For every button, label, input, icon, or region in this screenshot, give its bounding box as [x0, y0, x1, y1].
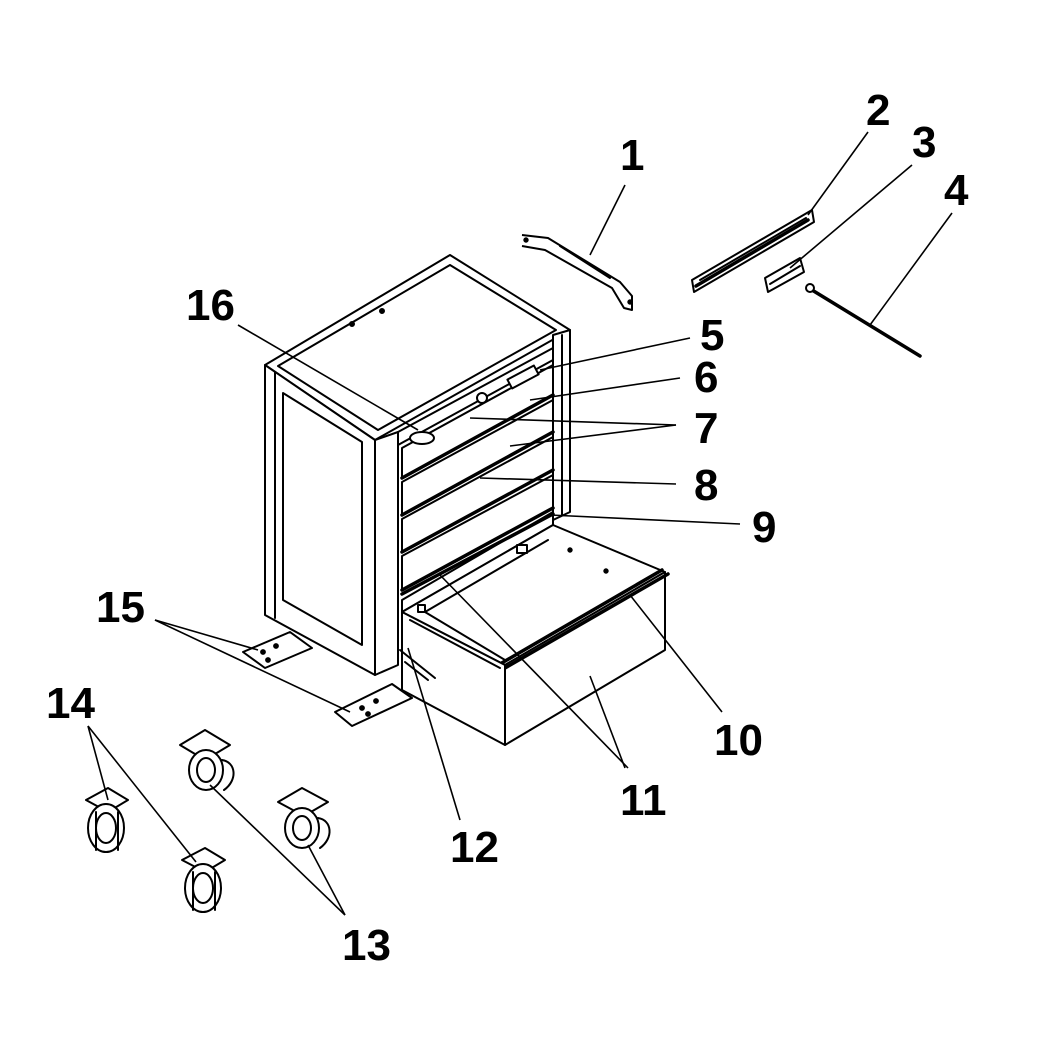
callout-11: 11 [620, 776, 667, 825]
leader-lines [87, 131, 953, 916]
open-drawer [400, 511, 670, 746]
caster-13-b [277, 787, 331, 849]
callout-9: 9 [752, 503, 776, 552]
callout-15: 15 [96, 583, 145, 632]
callout-10: 10 [714, 716, 763, 765]
closed-drawers [400, 364, 555, 592]
base-brackets [242, 631, 436, 727]
caster-14-a [85, 787, 129, 853]
callout-14: 14 [46, 679, 95, 728]
callout-13: 13 [342, 921, 391, 970]
callout-7: 7 [694, 404, 718, 453]
callout-5: 5 [700, 311, 724, 360]
part-2-slide-rail [691, 209, 815, 293]
callout-6: 6 [694, 353, 718, 402]
callout-16: 16 [186, 281, 235, 330]
caster-13-a [179, 729, 235, 791]
callout-3: 3 [912, 118, 936, 167]
cabinet-body [264, 254, 571, 676]
caster-14-b [181, 847, 226, 913]
callout-labels: 1 2 3 4 5 6 7 8 9 10 11 12 13 14 15 16 [46, 86, 969, 970]
callout-2: 2 [866, 86, 890, 135]
callout-1: 1 [620, 131, 644, 180]
callout-4: 4 [944, 166, 969, 215]
part-3-small-bracket [764, 257, 805, 293]
callout-12: 12 [450, 823, 499, 872]
part-4-rod [805, 283, 922, 358]
callout-8: 8 [694, 461, 718, 510]
part-1-bracket [521, 234, 633, 311]
